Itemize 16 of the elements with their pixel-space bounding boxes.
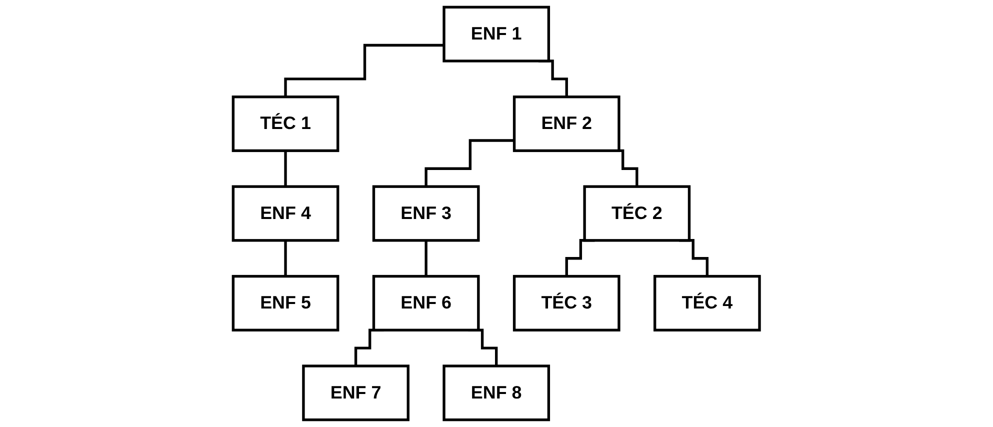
node-box: ENF 3 xyxy=(372,185,480,242)
node-box: ENF 5 xyxy=(232,274,340,332)
connector xyxy=(284,149,288,188)
connector xyxy=(424,239,428,278)
node-box: TÉC 4 xyxy=(654,274,761,332)
connector xyxy=(424,139,514,188)
node-box: ENF 2 xyxy=(513,96,620,152)
node-box: ENF 7 xyxy=(302,364,410,422)
node-box: ENF 1 xyxy=(442,6,550,62)
node-box: ENF 8 xyxy=(442,364,550,422)
node-box: TÉC 1 xyxy=(232,96,340,152)
connector xyxy=(284,239,288,278)
node-box: TÉC 3 xyxy=(513,274,620,332)
node-box: TÉC 2 xyxy=(583,185,691,242)
node-box: ENF 4 xyxy=(232,185,340,242)
node-box: ENF 6 xyxy=(372,274,480,332)
